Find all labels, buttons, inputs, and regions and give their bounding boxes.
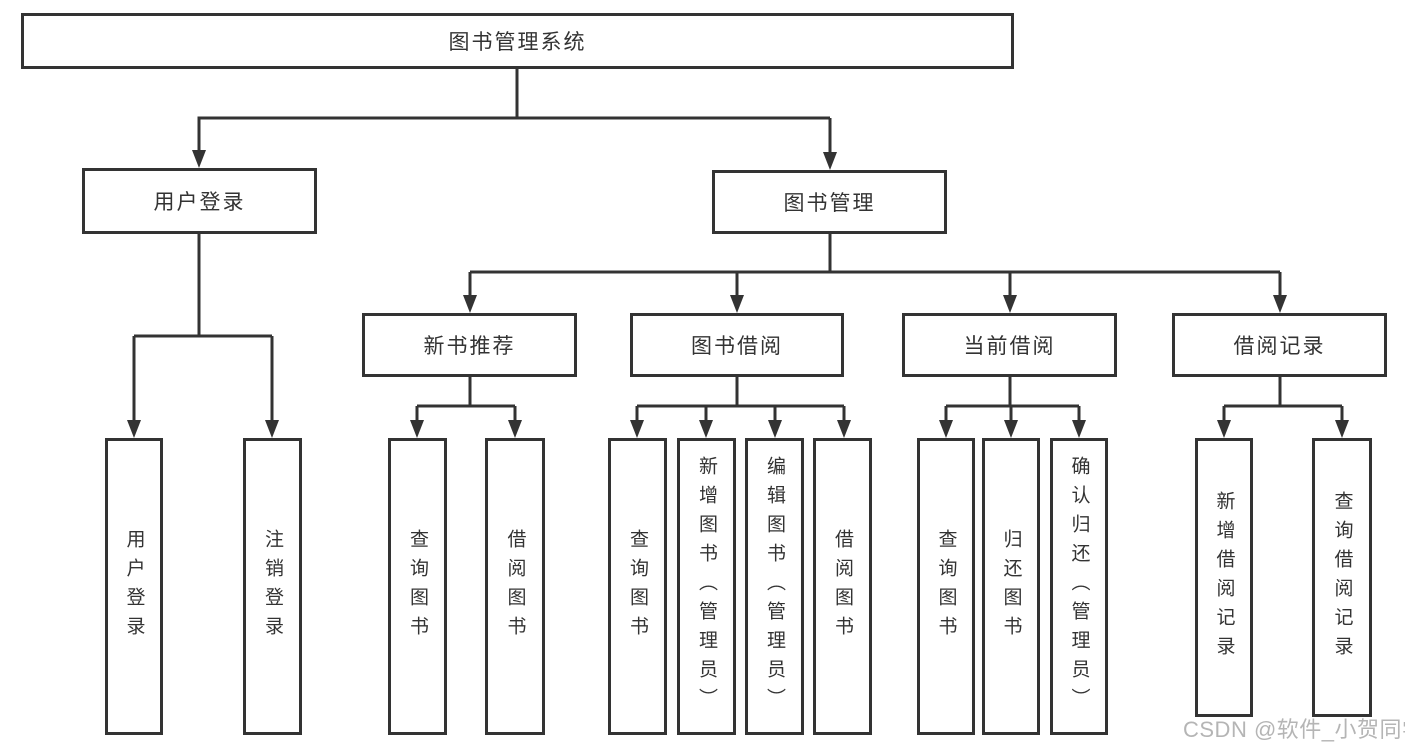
leaf-label: 查询图书 <box>627 528 648 645</box>
leaf-label: 查询图书 <box>935 528 957 645</box>
leaf-borrowing-query-books: 查询图书 <box>608 438 667 735</box>
leaf-user-login: 用户登录 <box>105 438 163 735</box>
node-new-book-recommend: 新书推荐 <box>362 313 577 377</box>
leaf-borrowing-edit-books-admin: 编辑图书（管理员） <box>745 438 804 735</box>
leaf-borrowing-add-books-admin: 新增图书（管理员） <box>677 438 736 735</box>
leaf-label: 新增借阅记录 <box>1213 490 1235 665</box>
leaf-borrowing-borrow-books: 借阅图书 <box>813 438 872 735</box>
leaf-records-query-record: 查询借阅记录 <box>1312 438 1372 717</box>
leaf-label: 查询图书 <box>407 528 428 645</box>
leaf-current-confirm-return-admin: 确认归还（管理员） <box>1050 438 1108 735</box>
node-current-borrowing: 当前借阅 <box>902 313 1117 377</box>
leaf-label: 用户登录 <box>123 528 145 645</box>
csdn-watermark: CSDN @软件_小贺同学 <box>1183 717 1405 742</box>
arrowhead-icons <box>127 150 1349 438</box>
leaf-label: 查询借阅记录 <box>1331 490 1353 665</box>
leaf-current-return-books: 归还图书 <box>982 438 1040 735</box>
leaf-records-add-record: 新增借阅记录 <box>1195 438 1253 717</box>
leaf-label: 新增图书（管理员） <box>696 456 717 717</box>
leaf-logout: 注销登录 <box>243 438 302 735</box>
leaf-label: 借阅图书 <box>832 528 853 645</box>
leaf-label: 编辑图书（管理员） <box>764 456 785 717</box>
node-book-management: 图书管理 <box>712 170 947 234</box>
node-borrowing-records: 借阅记录 <box>1172 313 1387 377</box>
node-root-system: 图书管理系统 <box>21 13 1014 69</box>
leaf-current-query-books: 查询图书 <box>917 438 975 735</box>
leaf-label: 归还图书 <box>1000 528 1022 645</box>
leaf-label: 借阅图书 <box>504 528 526 645</box>
node-book-borrowing: 图书借阅 <box>630 313 844 377</box>
leaf-recommend-borrow-books: 借阅图书 <box>485 438 545 735</box>
leaf-recommend-query-books: 查询图书 <box>388 438 447 735</box>
node-user-login: 用户登录 <box>82 168 317 234</box>
leaf-label: 确认归还（管理员） <box>1068 456 1090 717</box>
leaf-label: 注销登录 <box>262 528 283 645</box>
